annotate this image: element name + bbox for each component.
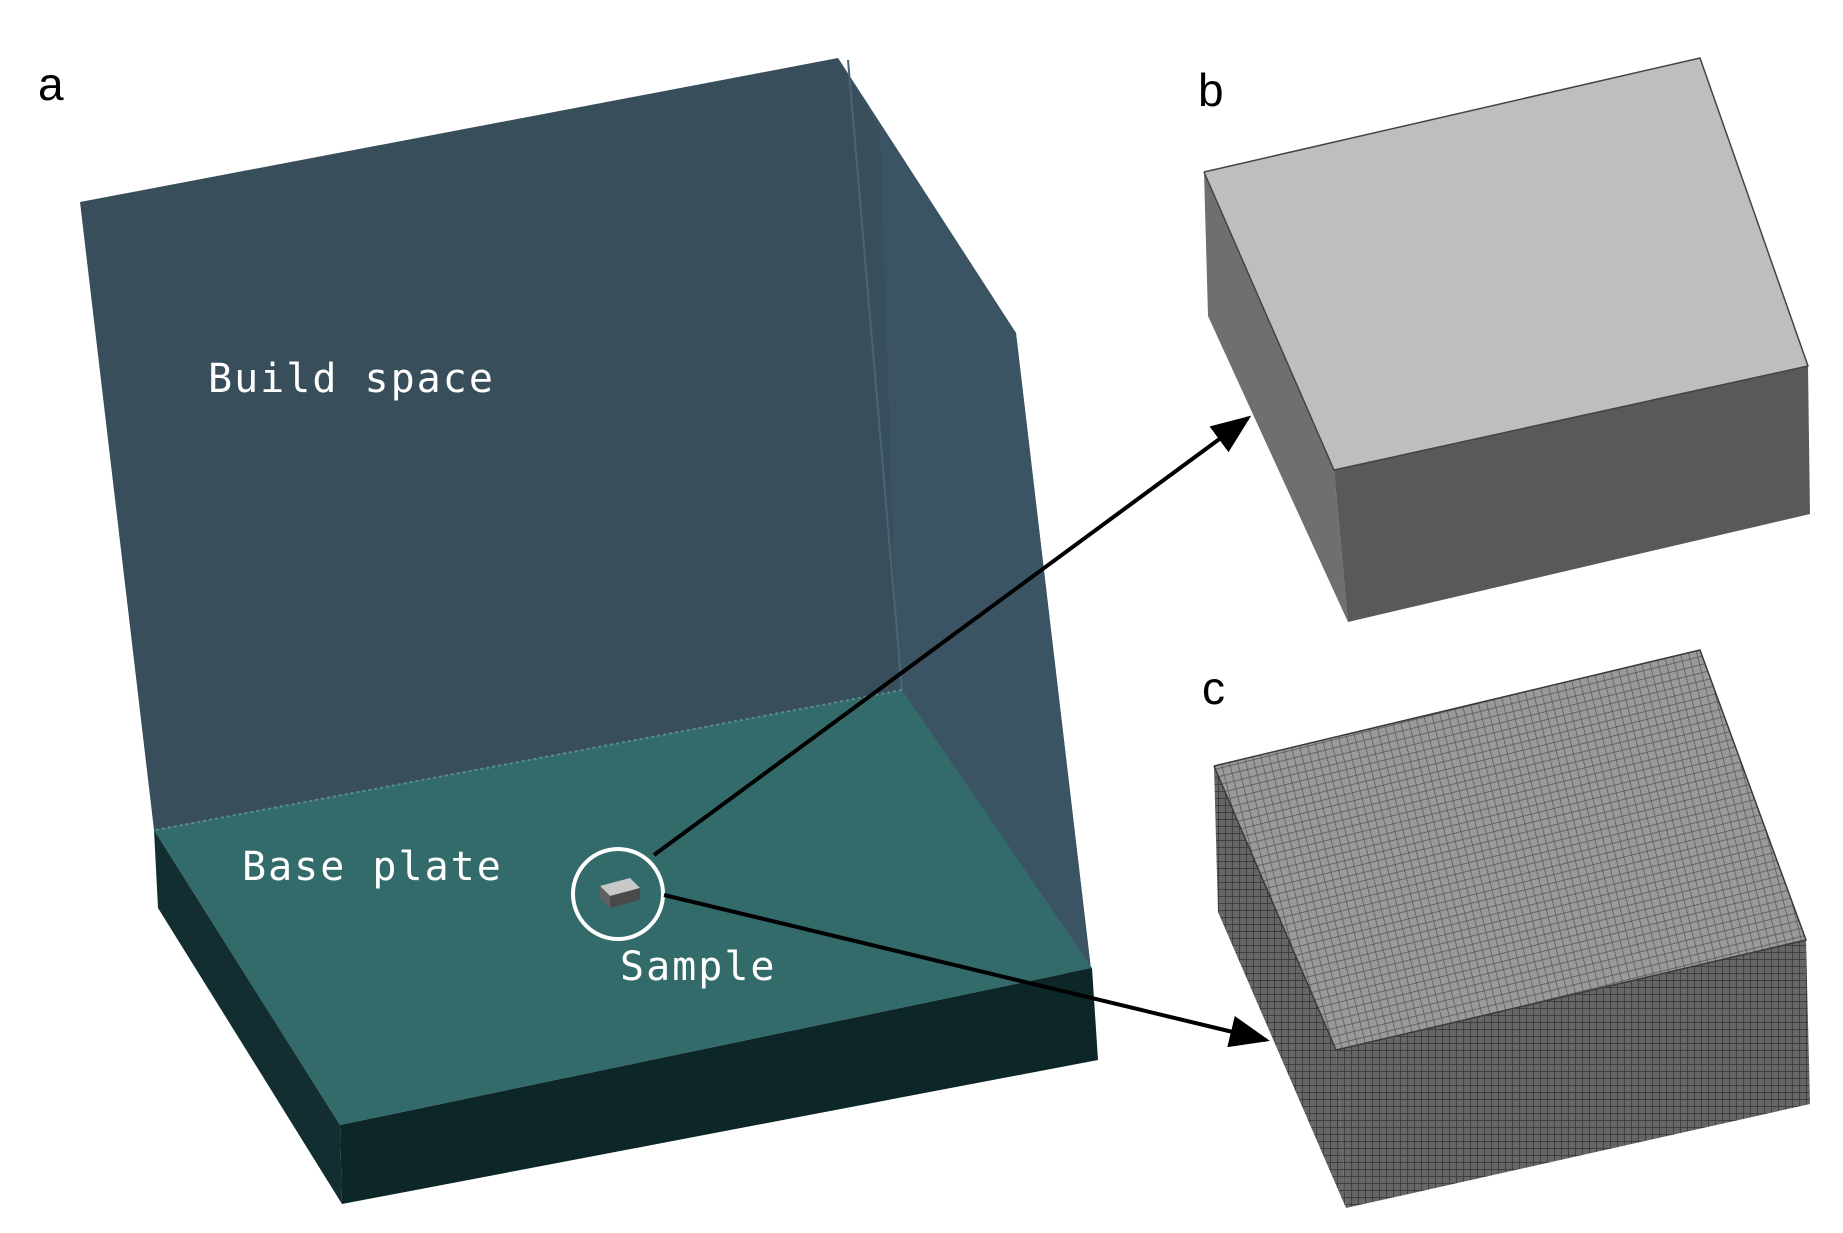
panel-c: c [1202,649,1810,1208]
build-space-side-wall [838,58,1092,978]
base-plate-top [154,690,1092,1125]
box-c-left [1214,766,1346,1208]
base-plate-front-face [340,968,1098,1204]
base-plate-left-face [154,830,342,1204]
box-c-top [1214,650,1806,1050]
box-c-edges [1213,649,1807,1051]
sample-highlight-circle [571,847,665,941]
panel-b: b [1198,57,1810,622]
sample-marker [571,847,665,941]
box-b-top [1204,58,1808,470]
sample-front [610,888,640,908]
sample-top [600,878,640,896]
panel-c-letter: c [1202,662,1225,714]
arrow-to-b [652,415,1252,857]
box-c-front [1336,940,1810,1208]
box-b-edges [1203,57,1809,471]
panel-b-letter: b [1198,64,1224,116]
box-b-left [1204,172,1348,622]
build-space-edge [847,59,903,691]
build-space-label: Build space [208,356,495,402]
sample-left [600,886,610,908]
base-plate-label: Base plate [242,844,503,890]
panel-a-letter: a [38,58,64,110]
panel-a: a Build space Base plate Sample [38,58,1270,1204]
box-b-front [1334,366,1810,622]
base-plate-rear-edge [155,689,903,831]
arrow-to-c [663,893,1270,1048]
sample-label: Sample [620,944,777,990]
